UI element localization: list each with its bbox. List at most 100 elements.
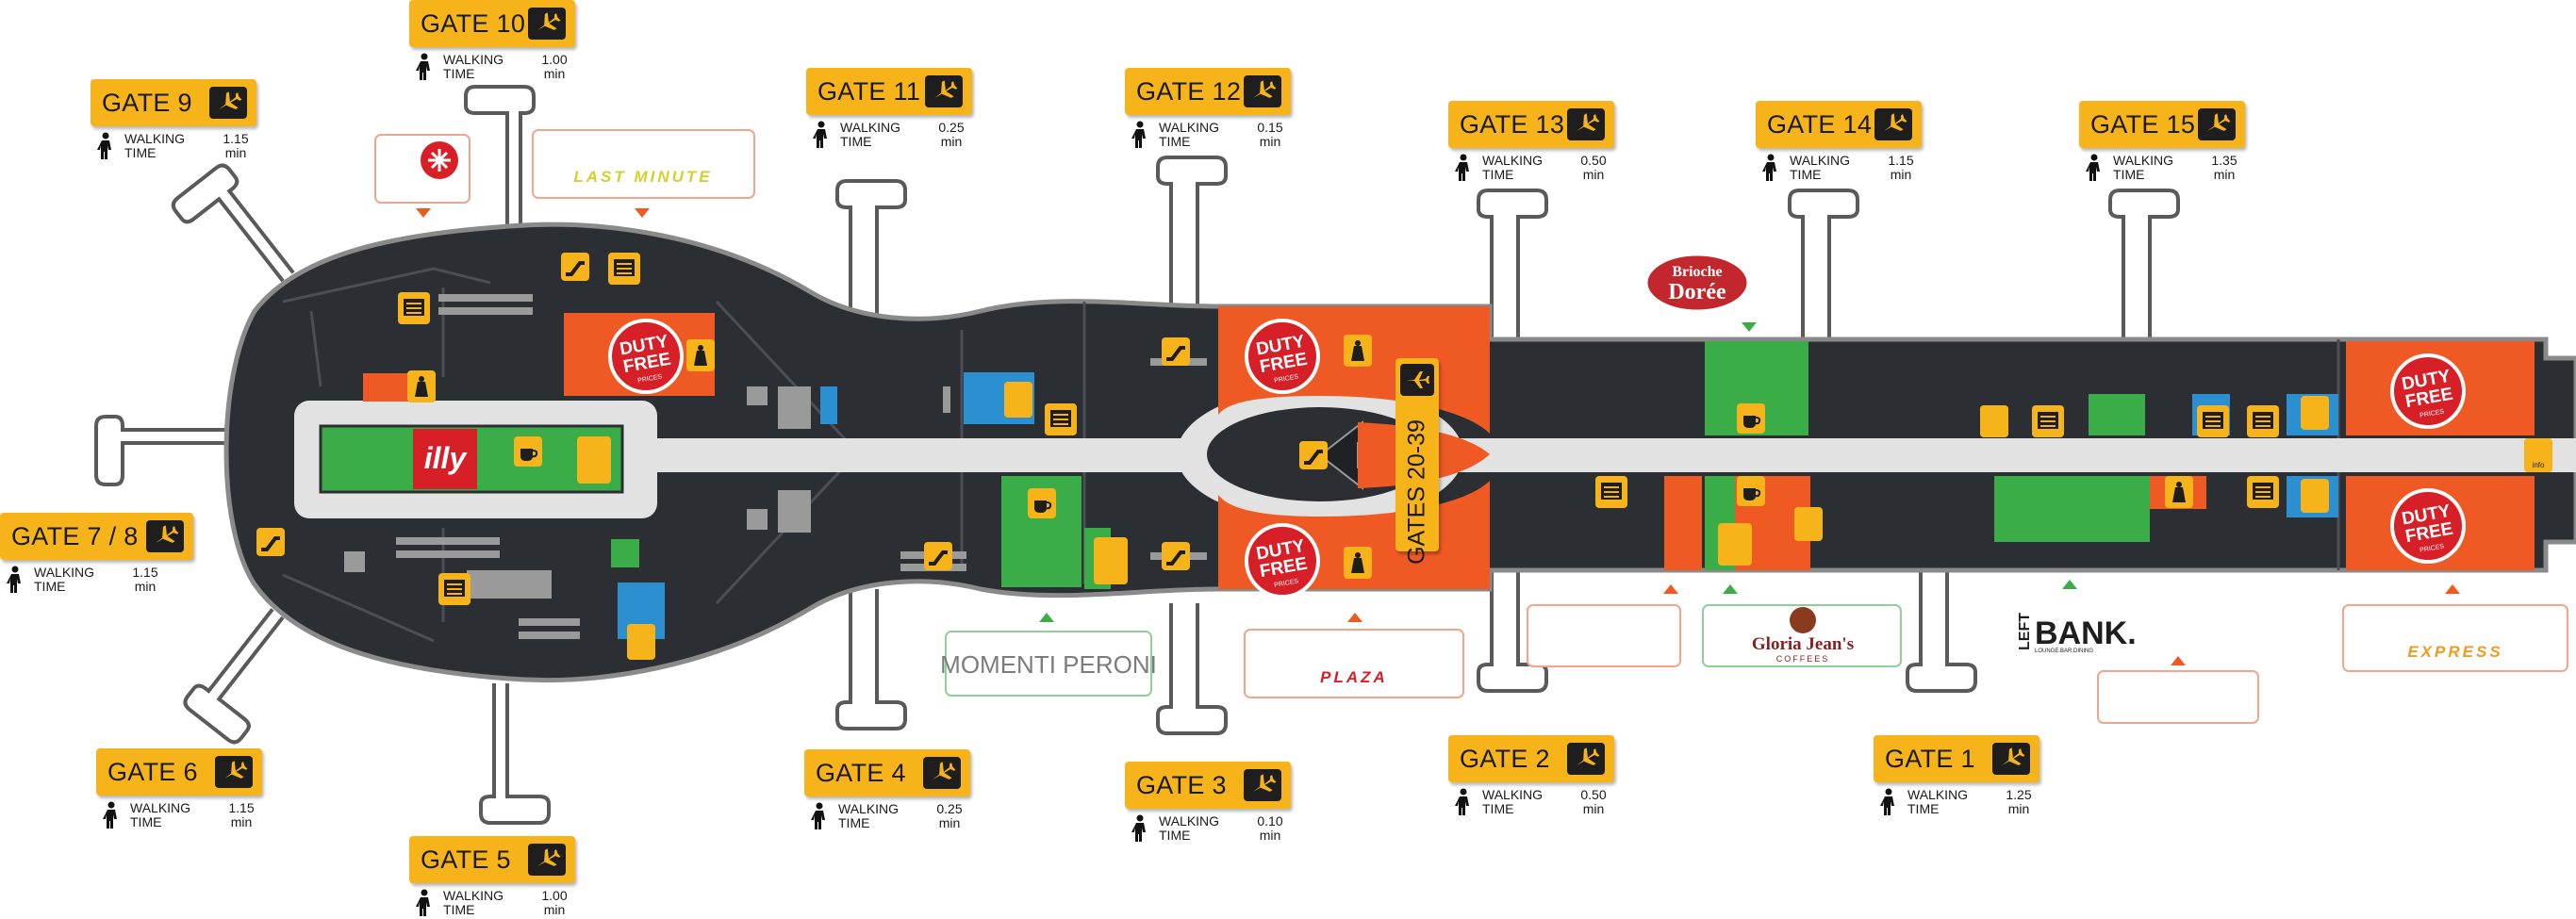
gate-14-label[interactable]: GATE 14 WALKING TIME 1.15 min — [1756, 101, 1922, 182]
illy-text: illy — [424, 441, 469, 475]
gates-range-text: GATES 20-39 — [1403, 419, 1430, 565]
lift-icon — [2196, 404, 2230, 438]
pier-gate-14 — [1788, 189, 1859, 339]
gate-name: GATE 9 — [102, 88, 192, 117]
news-icon — [1794, 507, 1823, 541]
marker-red-up — [1663, 584, 1678, 594]
gate-name: GATE 14 — [1767, 109, 1873, 139]
walking-time-value: 1.15 min — [1888, 153, 1914, 182]
info-label: info — [2533, 461, 2545, 469]
coffee-cup-icon — [1736, 475, 1766, 507]
walking-time-value: 1.00 min — [541, 52, 568, 81]
marker-green-up — [1039, 613, 1054, 622]
marker-red-down — [416, 208, 431, 218]
pier-gate-9 — [171, 163, 295, 283]
walking-time-value: 0.50 min — [1580, 787, 1607, 816]
shop-box-plaza[interactable] — [1244, 629, 1464, 698]
airplane-icon — [1874, 108, 1912, 140]
plaza-label: PLAZA — [1320, 668, 1388, 686]
food-area-left-2 — [611, 539, 639, 567]
walking-time-label: WALKING TIME — [1790, 153, 1851, 182]
lift-icon — [1594, 475, 1628, 509]
duty-free-badge-plaza-bottom — [1245, 523, 1320, 599]
walking-time-label: WALKING TIME — [2113, 153, 2174, 182]
walking-time-value: 0.25 min — [936, 801, 963, 830]
pier-gate-6 — [183, 608, 285, 745]
airplane-icon — [209, 87, 247, 119]
gate-name: GATE 6 — [107, 757, 198, 786]
smoking-lounge-icon — [1718, 523, 1752, 566]
gate-5-label[interactable]: GATE 5 WALKING TIME 1.00 min — [409, 836, 575, 917]
escalator-icon — [1297, 439, 1329, 471]
shop-box-momenti-peroni[interactable] — [945, 631, 1152, 697]
svg-text:LEFT: LEFT — [2017, 613, 2033, 650]
walking-person-icon — [97, 132, 111, 159]
shop-red-3 — [363, 373, 410, 402]
coffee-cup-icon — [513, 435, 543, 468]
shop-box-orange-2[interactable] — [2097, 670, 2259, 724]
pier-gate-10 — [464, 85, 536, 226]
walking-time-value: 1.25 min — [2006, 787, 2032, 816]
pier-gate-11 — [835, 179, 907, 320]
airplane-icon — [1400, 364, 1434, 396]
airplane-icon — [1567, 743, 1605, 775]
svg-text:LOUNGE.BAR.DINING: LOUNGE.BAR.DINING — [2035, 648, 2093, 654]
wc-icon — [2301, 479, 2329, 513]
airplane-icon — [215, 756, 253, 788]
escalator-icon — [1160, 336, 1192, 368]
gate-4-label[interactable]: GATE 4 WALKING TIME 0.25 min — [804, 749, 970, 830]
pier-gate-12 — [1156, 156, 1228, 306]
svg-text:Gloria Jean's: Gloria Jean's — [1752, 634, 1854, 654]
airplane-icon — [925, 75, 963, 107]
shopping-bag-icon — [1344, 547, 1372, 579]
walking-time-label: WALKING TIME — [34, 565, 95, 594]
coffee-cup-icon — [1027, 487, 1057, 519]
walking-time-value: 1.00 min — [541, 888, 568, 917]
news-icon — [1980, 405, 2008, 437]
escalator-icon — [255, 526, 287, 558]
shopping-bag-icon — [686, 339, 715, 371]
shop-box-gloria-jeans[interactable] — [1702, 604, 1902, 667]
gates-20-39-label[interactable]: GATES 20-39 — [1395, 358, 1439, 565]
walking-time-value: 1.15 min — [228, 800, 255, 829]
airplane-icon — [1992, 743, 2030, 775]
lift-icon — [2031, 404, 2065, 438]
walking-time-value: 0.25 min — [938, 120, 965, 149]
gloria-jeans-logo: Gloria Jean's COFFEES — [1752, 607, 1854, 664]
duty-free-badge-left — [608, 319, 684, 394]
food-area-right-2 — [1994, 476, 2150, 542]
walking-time-label: WALKING TIME — [124, 131, 186, 160]
shop-box-last-minute[interactable] — [532, 129, 755, 199]
airplane-icon — [146, 520, 184, 552]
marker-red-up — [2445, 584, 2460, 594]
gate-name: GATE 4 — [816, 758, 906, 787]
gate-name: GATE 10 — [421, 8, 526, 38]
lift-icon — [1044, 402, 1078, 436]
gate-name: GATE 13 — [1460, 109, 1565, 139]
airplane-icon — [1567, 108, 1605, 140]
gate-name: GATE 5 — [421, 845, 511, 874]
duty-free-badge-right-top — [2390, 353, 2466, 429]
walking-person-icon — [416, 889, 430, 916]
shop-box-express[interactable] — [2342, 604, 2568, 672]
shop-box-orange-1[interactable] — [1527, 604, 1681, 667]
walking-time-label: WALKING TIME — [1482, 787, 1544, 816]
coffee-cup-icon — [1736, 402, 1766, 435]
gate-name: GATE 1 — [1885, 744, 1975, 773]
walking-time-label: WALKING TIME — [443, 888, 504, 917]
walking-time-value: 0.50 min — [1580, 153, 1607, 182]
momenti-peroni-label: MOMENTI PERONI — [940, 650, 1157, 679]
pier-gate-13 — [1477, 189, 1548, 339]
walking-time-label: WALKING TIME — [838, 801, 900, 830]
